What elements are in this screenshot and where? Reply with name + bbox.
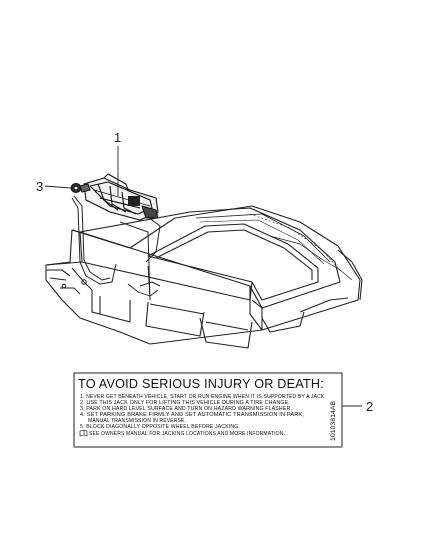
warning-line-2: 2. USE THIS JACK ONLY FOR LIFTING THIS V… — [80, 400, 290, 406]
warning-line-5: MANUAL TRANSMISSION IN REVERSE. — [88, 418, 186, 424]
warning-line-7: SEE OWNERS MANUAL FOR JACKING LOCATIONS … — [89, 431, 285, 437]
book-icon — [79, 429, 88, 437]
jack-handle-rod — [60, 195, 161, 301]
callout-1: 1 — [114, 130, 121, 145]
warning-line-3: 3. PARK ON HARD LEVEL SURFACE AND TURN O… — [80, 406, 292, 412]
callout-leaders — [44, 146, 362, 407]
part-number: 10103814AB — [331, 401, 337, 441]
warning-title: TO AVOID SERIOUS INJURY OR DEATH: — [78, 377, 324, 391]
warning-label: TO AVOID SERIOUS INJURY OR DEATH: 1. NEV… — [73, 372, 343, 448]
warning-line-4: 4. SET PARKING BRAKE FIRMLY AND SET AUTO… — [80, 412, 304, 418]
callout-2: 2 — [366, 399, 373, 414]
warning-line-6: 5. BLOCK DIAGONALLY OPPOSITE WHEEL BEFOR… — [80, 424, 240, 430]
warning-line-1: 1. NEVER GET BENEATH VEHICLE, START OR R… — [80, 394, 326, 400]
scissor-jack — [83, 173, 159, 221]
spare-tire-well — [45, 205, 363, 349]
callout-3: 3 — [36, 179, 43, 194]
jack-handle-knob — [70, 183, 91, 193]
